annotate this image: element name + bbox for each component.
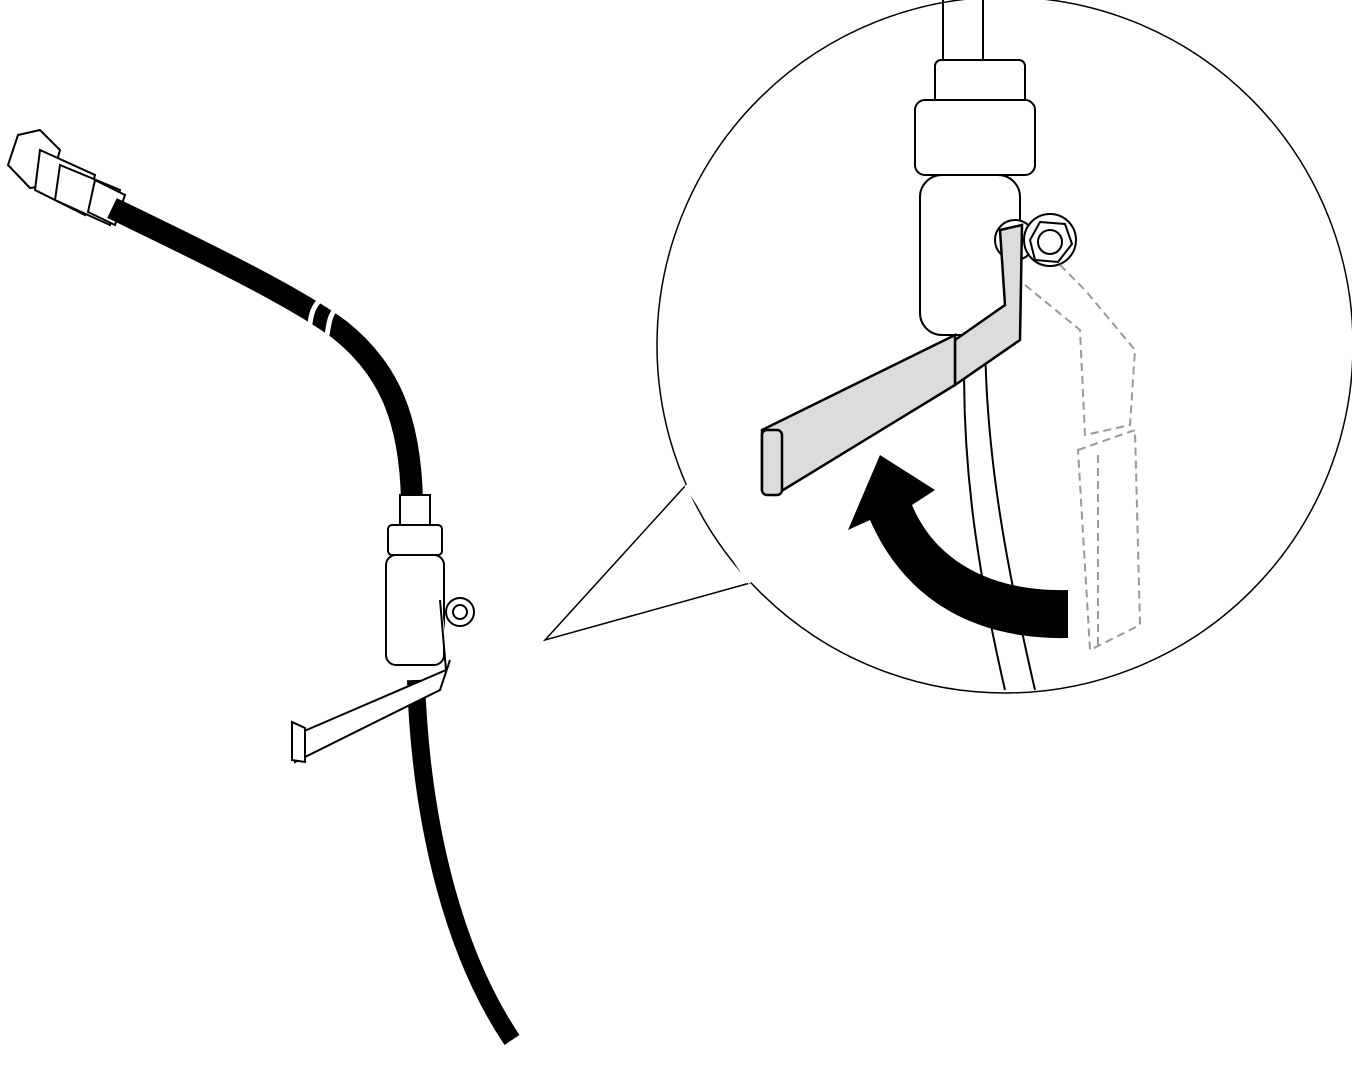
rotate-arrow-icon	[848, 455, 1068, 639]
valve-handle	[760, 223, 1024, 497]
hose-lower	[407, 679, 520, 1046]
ghost-handle-closed-position	[1024, 264, 1142, 652]
ball-valve-icon	[291, 494, 475, 764]
hose-break-mark	[297, 298, 340, 358]
hose-upper	[107, 198, 423, 501]
quick-connector-icon	[6, 128, 127, 227]
magnified-callout	[542, 0, 1352, 694]
